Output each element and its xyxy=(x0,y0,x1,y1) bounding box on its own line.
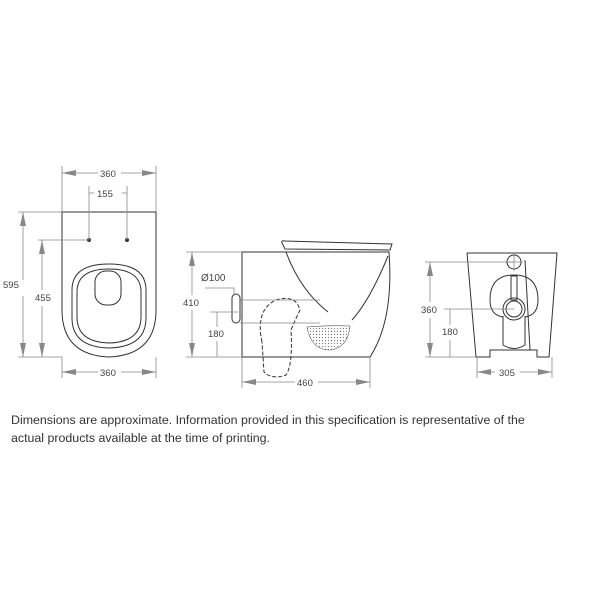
outlet-pipe-rear xyxy=(502,316,526,349)
trap-channel xyxy=(510,275,518,301)
bowl-opening xyxy=(94,270,122,306)
caption-line-1: Dimensions are approximate. Information … xyxy=(11,413,525,427)
caption-line-2: actual products available at the time of… xyxy=(11,431,270,445)
outlet-spigot xyxy=(231,293,241,324)
rear-view: 360 180 305 xyxy=(421,252,558,379)
seat-inner xyxy=(76,268,142,344)
seat-outer xyxy=(71,263,147,349)
dim-depth: 460 xyxy=(297,378,313,389)
dim-outlet-diameter: Ø100 xyxy=(201,273,226,284)
dim-hole-to-front: 455 xyxy=(35,293,51,304)
seat-lid-side xyxy=(281,240,393,251)
top-view: 360 155 595 455 360 xyxy=(3,166,157,379)
trap-bowl xyxy=(489,274,539,318)
bowl-back xyxy=(285,251,329,313)
side-view: 410 Ø100 180 460 xyxy=(183,240,393,389)
dim-top-width: 360 xyxy=(100,169,116,180)
bowl-front xyxy=(351,255,389,321)
dim-rear-outlet-height: 180 xyxy=(442,327,458,338)
dim-hole-spacing: 155 xyxy=(97,189,113,200)
dim-outlet-height: 180 xyxy=(208,329,224,340)
body-outline-side xyxy=(241,251,391,358)
dim-bottom-width: 360 xyxy=(100,368,116,379)
outlet-pipe-hidden xyxy=(259,297,301,378)
dim-overall-length: 595 xyxy=(3,280,19,291)
dim-base-width: 305 xyxy=(499,368,515,379)
dim-height: 410 xyxy=(183,298,199,309)
water-trap xyxy=(306,325,351,351)
disclaimer-caption: Dimensions are approximate. Information … xyxy=(11,411,591,447)
pan-outline-top xyxy=(61,211,157,358)
dim-rear-height: 360 xyxy=(421,305,437,316)
